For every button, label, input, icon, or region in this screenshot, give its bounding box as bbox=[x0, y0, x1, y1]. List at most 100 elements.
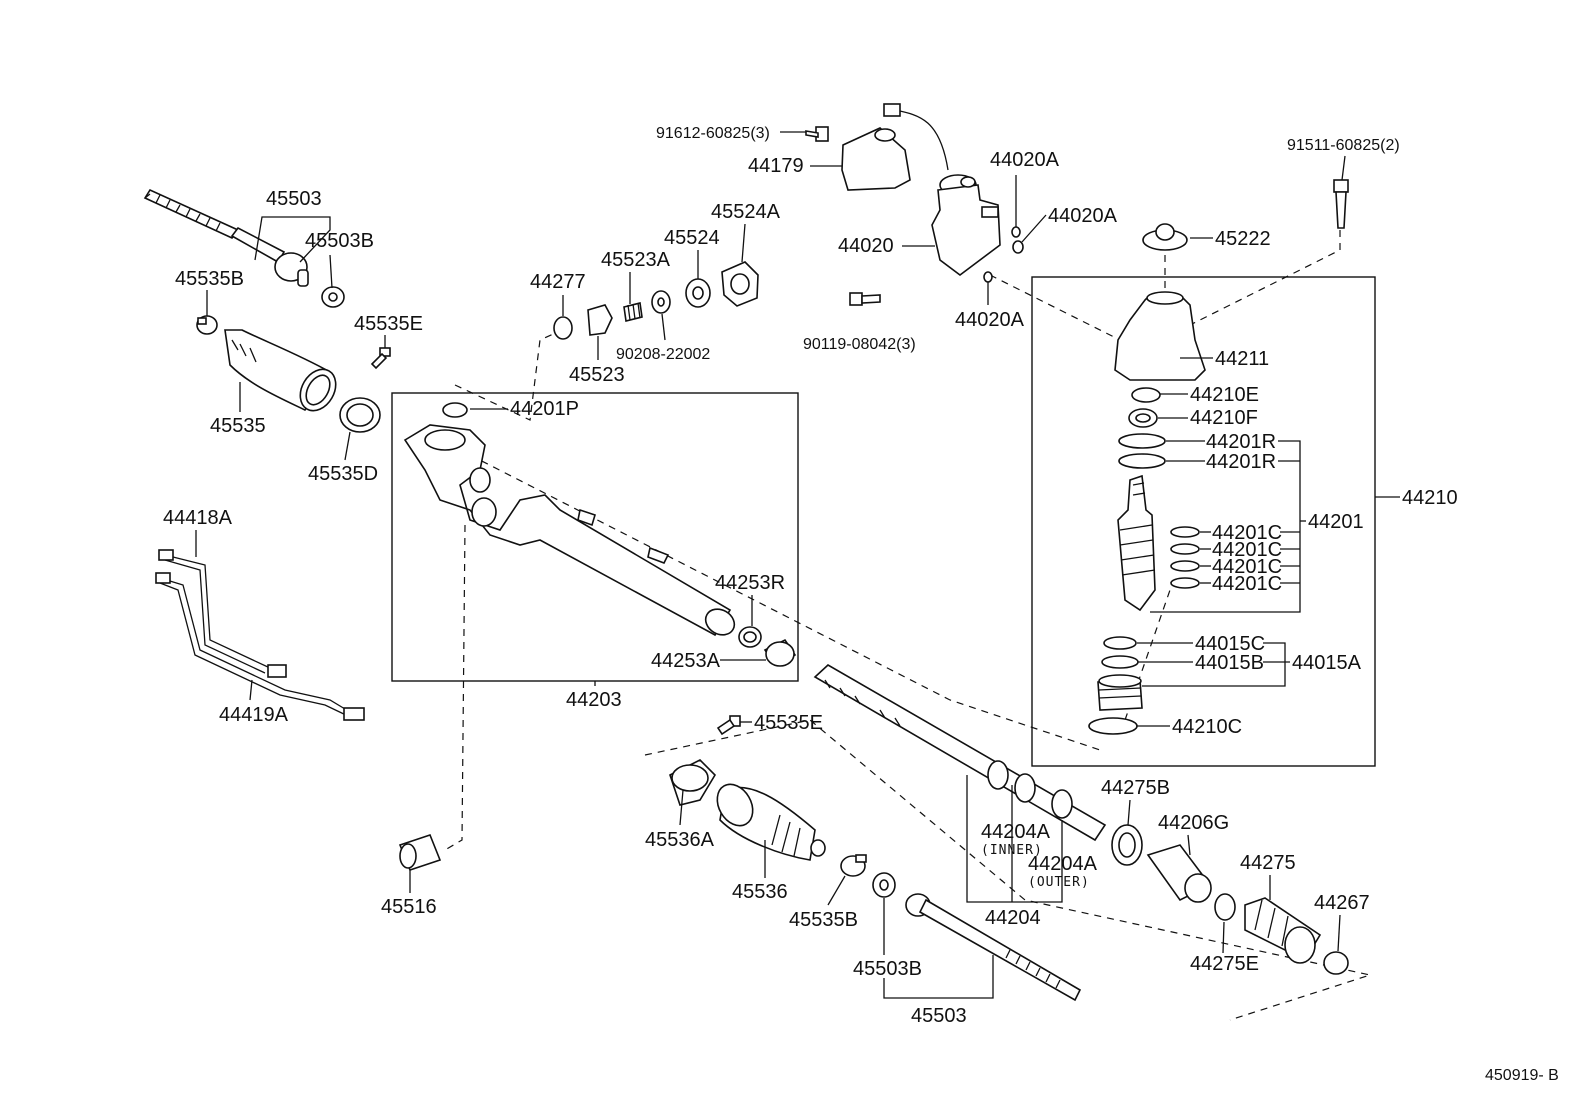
label-45503-top: 45503 bbox=[266, 188, 322, 210]
label-91511: 91511-60825(2) bbox=[1287, 137, 1400, 154]
label-44020a-top: 44020A bbox=[990, 149, 1060, 171]
seal-44015c bbox=[1103, 636, 1137, 650]
o-ring-44020a-top bbox=[1011, 226, 1021, 238]
solenoid-valve-44020 bbox=[883, 103, 1001, 276]
boot-45536 bbox=[716, 783, 826, 861]
label-45523a: 45523A bbox=[601, 249, 671, 271]
seal-44210f bbox=[1128, 408, 1158, 428]
rack-bar-44204 bbox=[813, 664, 1107, 842]
spring-45523a bbox=[623, 302, 643, 322]
label-45535e-top: 45535E bbox=[354, 313, 423, 335]
label-44253a: 44253A bbox=[651, 650, 721, 672]
label-44015a: 44015A bbox=[1292, 652, 1362, 674]
ring-44201c-2 bbox=[1170, 543, 1200, 555]
valve-shaft-44201 bbox=[1117, 474, 1156, 612]
bearing-44015a bbox=[1097, 674, 1143, 711]
reference-code: 450919- B bbox=[1485, 1067, 1559, 1084]
label-44201c-4: 44201C bbox=[1212, 573, 1282, 595]
ring-44201c-3 bbox=[1170, 560, 1200, 572]
label-44015b: 44015B bbox=[1195, 652, 1264, 674]
gear-housing-44203 bbox=[403, 402, 736, 637]
plug-44277 bbox=[553, 316, 573, 340]
clamp-45535b-bot bbox=[840, 854, 867, 877]
label-90208: 90208-22002 bbox=[616, 346, 710, 363]
leader-lines bbox=[195, 131, 1400, 999]
label-44204a-outer: 44204A bbox=[1028, 853, 1098, 875]
label-44201r-2: 44201R bbox=[1206, 451, 1276, 473]
label-44210f: 44210F bbox=[1190, 407, 1258, 429]
boot-clamp-45535d bbox=[339, 397, 381, 433]
label-44211: 44211 bbox=[1215, 348, 1269, 370]
label-44210e: 44210E bbox=[1190, 384, 1259, 406]
label-44210: 44210 bbox=[1402, 487, 1458, 509]
label-90119: 90119-08042(3) bbox=[803, 336, 916, 353]
ring-44201c-4 bbox=[1170, 577, 1200, 589]
sleeve-44206g bbox=[1146, 844, 1212, 903]
lock-nut-45524a bbox=[721, 261, 759, 307]
label-44418a: 44418A bbox=[163, 507, 233, 529]
label-45535: 45535 bbox=[210, 415, 266, 437]
washer-45503b-top bbox=[321, 286, 345, 308]
bushing-45516 bbox=[398, 834, 442, 871]
label-45523: 45523 bbox=[569, 364, 625, 386]
assembly-dashed-lines bbox=[444, 230, 1373, 1021]
seal-44210e bbox=[1131, 387, 1161, 403]
cap-44267 bbox=[1323, 951, 1349, 975]
label-44277: 44277 bbox=[530, 271, 586, 293]
label-45535b-top: 45535B bbox=[175, 268, 244, 290]
label-44204: 44204 bbox=[985, 907, 1041, 929]
boot-clamp-45536a bbox=[669, 759, 717, 806]
label-45524a: 45524A bbox=[711, 201, 781, 223]
label-45536a: 45536A bbox=[645, 829, 715, 851]
label-45503-bot: 45503 bbox=[911, 1005, 967, 1027]
label-44201p: 44201P bbox=[510, 398, 579, 420]
label-45535e-bot: 45535E bbox=[754, 712, 823, 734]
label-44203: 44203 bbox=[566, 689, 622, 711]
o-ring-44020a-bot bbox=[983, 271, 993, 283]
dust-cover-45222 bbox=[1142, 223, 1188, 251]
label-44204a-outer-note: (OUTER) bbox=[1028, 875, 1090, 890]
ring-44201c-1 bbox=[1170, 526, 1200, 538]
o-ring-44020a-mid bbox=[1012, 240, 1024, 254]
label-44419a: 44419A bbox=[219, 704, 289, 726]
part-labels: 91612-60825(3) 44179 44020 44020A 44020A… bbox=[163, 125, 1559, 1084]
label-44267: 44267 bbox=[1314, 892, 1370, 914]
ring-44201r-1 bbox=[1118, 433, 1166, 449]
label-44179: 44179 bbox=[748, 155, 804, 177]
bearing-44275b bbox=[1111, 824, 1143, 866]
label-45535b-bot: 45535B bbox=[789, 909, 858, 931]
group-box-44210 bbox=[1031, 276, 1376, 767]
label-44206g: 44206G bbox=[1158, 812, 1229, 834]
label-91612: 91612-60825(3) bbox=[656, 125, 770, 142]
ring-44201r-2 bbox=[1118, 453, 1166, 469]
washer-45503b-bot bbox=[872, 872, 896, 898]
seal-44253r bbox=[738, 626, 762, 648]
label-45503b-top: 45503B bbox=[305, 230, 374, 252]
adjust-screw-45524 bbox=[685, 278, 711, 308]
label-44020a-mid: 44020A bbox=[1048, 205, 1118, 227]
housing-44211 bbox=[1114, 291, 1206, 381]
label-45524: 45524 bbox=[664, 227, 720, 249]
ring-44015b bbox=[1101, 655, 1139, 669]
label-45222: 45222 bbox=[1215, 228, 1271, 250]
label-45536: 45536 bbox=[732, 881, 788, 903]
label-44201c-1: 44201C bbox=[1212, 522, 1282, 544]
bolt-45535e-top bbox=[370, 347, 391, 370]
ring-44210c bbox=[1088, 717, 1138, 735]
bolt-45535e-bot bbox=[716, 715, 741, 736]
label-44253r: 44253R bbox=[715, 572, 785, 594]
label-44275b: 44275B bbox=[1101, 777, 1170, 799]
label-44204a-inner-note: (INNER) bbox=[981, 843, 1043, 858]
label-44020a-bot: 44020A bbox=[955, 309, 1025, 331]
pressure-tubes-44418a-44419a bbox=[155, 549, 365, 721]
yoke-45523 bbox=[587, 304, 613, 336]
label-44015c: 44015C bbox=[1195, 633, 1265, 655]
label-44275: 44275 bbox=[1240, 852, 1296, 874]
label-44275e: 44275E bbox=[1190, 953, 1259, 975]
label-44201c-3: 44201C bbox=[1212, 556, 1282, 578]
bolt-91511 bbox=[1333, 179, 1349, 229]
bolt-90119 bbox=[849, 292, 881, 306]
cylinder-end-44275 bbox=[1244, 897, 1322, 964]
bushing-44253a bbox=[763, 638, 797, 667]
